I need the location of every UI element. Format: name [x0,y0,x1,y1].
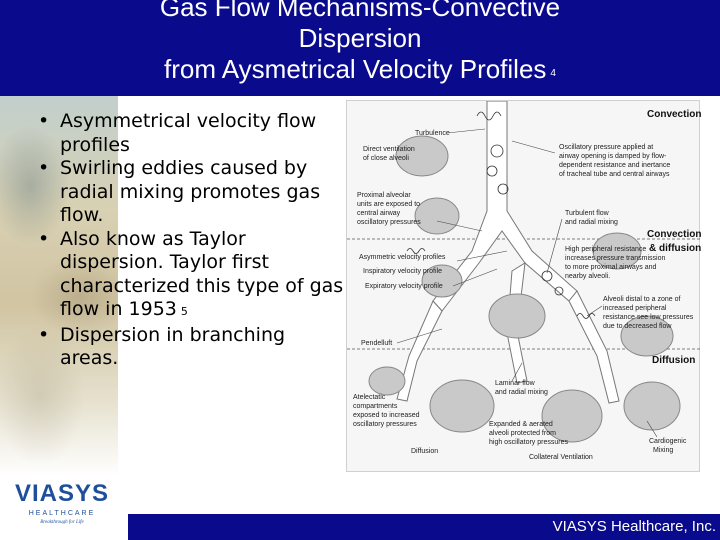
label-osc-1: Oscillatory pressure applied at [559,144,653,151]
label-collateral: Collateral Ventilation [529,454,593,461]
label-atel-3: exposed to increased [353,412,420,419]
label-laminar-2: and radial mixing [495,389,548,396]
label-asym-1: Asymmetric velocity profiles [359,254,446,261]
label-cardio-2: Mixing [653,447,673,454]
label-osc-3: dependent resistance and inertance [559,162,670,169]
logo-subtitle: HEALTHCARE [28,510,96,517]
bullet-item: • Swirling eddies caused by radial mixin… [38,157,348,228]
leader-lines [396,128,658,438]
heading-convection: Convection [647,109,701,120]
logo-name: VIASYS [14,480,110,507]
label-prox-3: central airway [357,210,401,217]
heading-convection-diffusion-2: & diffusion [649,243,701,254]
title-bar: Gas Flow Mechanisms-Convective Dispersio… [0,0,720,96]
label-prox-4: oscillatory pressures [357,219,421,226]
label-hpr-3: to more proximal airways and [565,264,657,271]
label-atel-2: compartments [353,403,398,410]
label-distal-1: Alveoli distal to a zone of [603,296,680,303]
label-turb-flow-2: and radial mixing [565,219,618,226]
label-atel-1: Atelectatic [353,394,386,401]
label-osc-4: of tracheal tube and central airways [559,171,670,178]
bullet-item: • Dispersion in branching areas. [38,324,348,371]
label-distal-2: increased peripheral [603,305,667,312]
label-direct-vent-2: of close alveoli [363,155,409,162]
title-line-2: Dispersion [298,23,422,53]
label-distal-4: due to decreased flow [603,323,672,330]
label-hpr-1: High peripheral resistance [565,246,646,253]
diagram-svg: Convection Convection & diffusion Diffus… [347,101,701,461]
label-direct-vent-1: Direct ventilation [363,146,415,153]
title-reference: 4 [550,68,556,79]
heading-diffusion: Diffusion [652,355,695,366]
footer-company: VIASYS Healthcare, Inc. [552,518,716,535]
label-hpr-4: nearby alveoli. [565,273,610,280]
label-osc-2: airway opening is damped by flow- [559,153,667,160]
logo-tagline: Breakthrough for Life [40,520,84,525]
bullet-reference: 5 [180,305,188,318]
label-hpr-2: increases pressure transmission [565,255,665,262]
bullet-item: • Also know as Taylor dispersion. Taylor… [38,228,348,324]
heading-convection-diffusion-1: Convection [647,229,701,240]
label-turb-flow-1: Turbulent flow [565,210,610,217]
label-expanded-2: alveoli protected from [489,430,556,437]
bullet-text: Swirling eddies caused by radial mixing … [60,157,321,226]
alveoli [368,135,681,443]
label-prox-1: Proximal alveolar [357,192,411,199]
label-atel-4: oscillatory pressures [353,421,417,428]
label-turbulence: Turbulence [415,130,450,137]
label-asym-3: Expiratory velocity profile [365,283,443,290]
bullet-glyph: • [38,227,50,250]
bullet-text: Dispersion in branching areas. [60,323,286,370]
label-pendelluft: Pendelluft [361,340,392,347]
bullet-text: Also know as Taylor dispersion. Taylor f… [60,227,344,321]
company-logo: VIASYS HEALTHCARE Breakthrough for Life [12,480,122,536]
bullet-glyph: • [38,157,50,179]
label-distal-3: resistance see low pressures [603,314,694,321]
title-line-3-text: from Aysmetrical Velocity Profiles [164,54,547,84]
turbulence-swirls [406,111,596,319]
bullet-glyph: • [38,323,50,346]
label-laminar-1: Laminar flow [495,380,536,387]
bullet-list: • Asymmetrical velocity flow profiles • … [38,110,348,371]
label-expanded-3: high oscillatory pressures [489,439,568,446]
label-diffusion-small: Diffusion [411,448,438,455]
bullet-glyph: • [38,110,50,132]
bullet-item: • Asymmetrical velocity flow profiles [38,110,348,157]
footer-bar: VIASYS Healthcare, Inc. [128,514,720,540]
background-photo-strip [0,96,118,476]
slide-title: Gas Flow Mechanisms-Convective Dispersio… [0,0,720,91]
bullet-text: Asymmetrical velocity flow profiles [60,110,317,156]
label-expanded-1: Expanded & aerated [489,421,553,428]
gas-flow-diagram: Convection Convection & diffusion Diffus… [346,100,701,472]
title-line-1: Gas Flow Mechanisms-Convective [159,0,561,22]
label-prox-2: units are exposed to [357,201,420,208]
label-asym-2: Inspiratory velocity profile [363,268,442,275]
label-cardio-1: Cardiogenic [649,438,687,445]
